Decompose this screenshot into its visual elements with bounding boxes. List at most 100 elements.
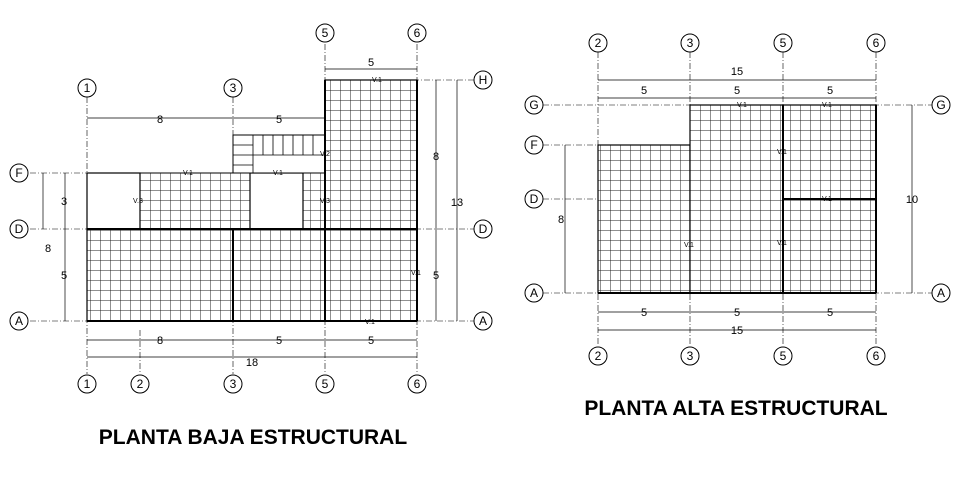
- ground-floor-plan: V.1 V.1 V.1 V.2 V.3 V.3 V.1 V.1 5 8 5 8: [9, 23, 493, 449]
- svg-text:H: H: [479, 73, 488, 87]
- axis-bubble: 6: [866, 346, 886, 366]
- beam-label: V.1: [183, 170, 193, 177]
- svg-text:3: 3: [230, 81, 237, 95]
- svg-text:F: F: [530, 138, 537, 152]
- axis-bubble: 2: [588, 346, 608, 366]
- svg-text:G: G: [936, 98, 945, 112]
- svg-text:5: 5: [780, 349, 787, 363]
- axis-bubble: 5: [773, 346, 793, 366]
- beam-label: V.1: [411, 270, 421, 277]
- axis-bubble: G: [524, 95, 544, 115]
- svg-text:G: G: [529, 98, 538, 112]
- upper-dimension-lines: [564, 79, 913, 331]
- beam-label: V.3: [320, 198, 330, 205]
- axis-bubble: 1: [77, 78, 97, 98]
- dimension-label: 5: [433, 270, 439, 282]
- upper-beam-labels: V.1 V.1 V.1 V.1 V.1 V.1: [684, 102, 832, 249]
- axis-bubble: 3: [680, 346, 700, 366]
- axis-bubble: 2: [130, 374, 150, 394]
- axis-bubble: 5: [315, 23, 335, 43]
- dimension-label: 5: [641, 307, 647, 319]
- dimension-label: 5: [276, 335, 282, 347]
- axis-bubble: 5: [773, 33, 793, 53]
- beam-label: V.1: [777, 149, 787, 156]
- svg-text:A: A: [15, 314, 23, 328]
- dimension-label: 8: [558, 214, 564, 226]
- axis-bubble: F: [524, 135, 544, 155]
- beam-label: V.1: [273, 170, 283, 177]
- axis-bubble: A: [931, 283, 951, 303]
- dimension-label: 8: [433, 151, 439, 163]
- axis-bubble: 1: [77, 374, 97, 394]
- svg-text:6: 6: [873, 36, 880, 50]
- axis-bubble: F: [9, 163, 29, 183]
- dimension-label: 5: [734, 307, 740, 319]
- axis-bubble: 3: [223, 78, 243, 98]
- svg-text:6: 6: [414, 26, 421, 40]
- dimension-label: 5: [734, 85, 740, 97]
- axis-bubble: A: [9, 311, 29, 331]
- dimension-label: 5: [827, 85, 833, 97]
- beam-label: V.1: [822, 102, 832, 109]
- axis-bubble: 6: [407, 23, 427, 43]
- dimension-label: 10: [906, 194, 918, 206]
- dimension-label: 13: [451, 197, 463, 209]
- svg-text:3: 3: [230, 377, 237, 391]
- dimension-label: 5: [641, 85, 647, 97]
- axis-bubble: A: [473, 311, 493, 331]
- axis-bubble: 3: [223, 374, 243, 394]
- ground-beam-labels: V.1 V.1 V.1 V.2 V.3 V.3 V.1 V.1: [133, 77, 421, 326]
- svg-text:3: 3: [687, 349, 694, 363]
- svg-text:F: F: [15, 166, 22, 180]
- svg-text:A: A: [479, 314, 487, 328]
- dimension-label: 5: [61, 270, 67, 282]
- ground-axis-bubbles: 5 6 1 3 1 2 3 5 6 F D A H D A: [9, 23, 493, 394]
- upper-floor-title: PLANTA ALTA ESTRUCTURAL: [584, 397, 887, 420]
- dimension-label: 5: [827, 307, 833, 319]
- beam-label: V.3: [133, 198, 143, 205]
- dimension-label: 15: [731, 325, 743, 337]
- upper-dimensions: 15 5 5 5 5 5 5 15 8 10: [558, 66, 918, 337]
- axis-bubble: 3: [680, 33, 700, 53]
- upper-slab: [597, 104, 877, 294]
- svg-text:1: 1: [84, 377, 91, 391]
- ground-dimensions: 5 8 5 8 5 5 18 3 8 5 8 13 5: [45, 57, 463, 369]
- axis-bubble: 2: [588, 33, 608, 53]
- dimension-label: 5: [368, 335, 374, 347]
- svg-text:D: D: [479, 222, 488, 236]
- axis-bubble: D: [9, 219, 29, 239]
- svg-text:5: 5: [322, 377, 329, 391]
- svg-text:1: 1: [84, 81, 91, 95]
- dimension-label: 5: [368, 57, 374, 69]
- svg-text:D: D: [530, 192, 539, 206]
- dimension-label: 3: [61, 196, 67, 208]
- svg-text:A: A: [530, 286, 538, 300]
- upper-axis-bubbles: 2 3 5 6 2 3 5 6 G F D A G A: [524, 33, 951, 366]
- svg-text:2: 2: [137, 377, 144, 391]
- axis-bubble: D: [473, 219, 493, 239]
- svg-text:2: 2: [595, 349, 602, 363]
- dimension-label: 18: [246, 357, 258, 369]
- axis-bubble: H: [473, 70, 493, 90]
- beam-label: V.1: [372, 77, 382, 84]
- axis-bubble: A: [524, 283, 544, 303]
- svg-text:5: 5: [322, 26, 329, 40]
- ground-dimension-lines: [42, 68, 458, 358]
- dimension-label: 8: [45, 243, 51, 255]
- svg-text:D: D: [15, 222, 24, 236]
- beam-label: V.2: [320, 151, 330, 158]
- svg-text:A: A: [937, 286, 945, 300]
- axis-bubble: D: [524, 189, 544, 209]
- svg-text:5: 5: [780, 36, 787, 50]
- dimension-label: 5: [276, 114, 282, 126]
- beam-label: V.1: [684, 242, 694, 249]
- beam-label: V.1: [777, 240, 787, 247]
- dimension-label: 8: [157, 114, 163, 126]
- upper-floor-plan: V.1 V.1 V.1 V.1 V.1 V.1 15 5 5 5 5 5 5 1…: [524, 33, 951, 420]
- ground-floor-title: PLANTA BAJA ESTRUCTURAL: [99, 426, 408, 449]
- axis-bubble: 6: [866, 33, 886, 53]
- beam-label: V.1: [737, 102, 747, 109]
- dimension-label: 15: [731, 66, 743, 78]
- ground-slab: [86, 79, 418, 322]
